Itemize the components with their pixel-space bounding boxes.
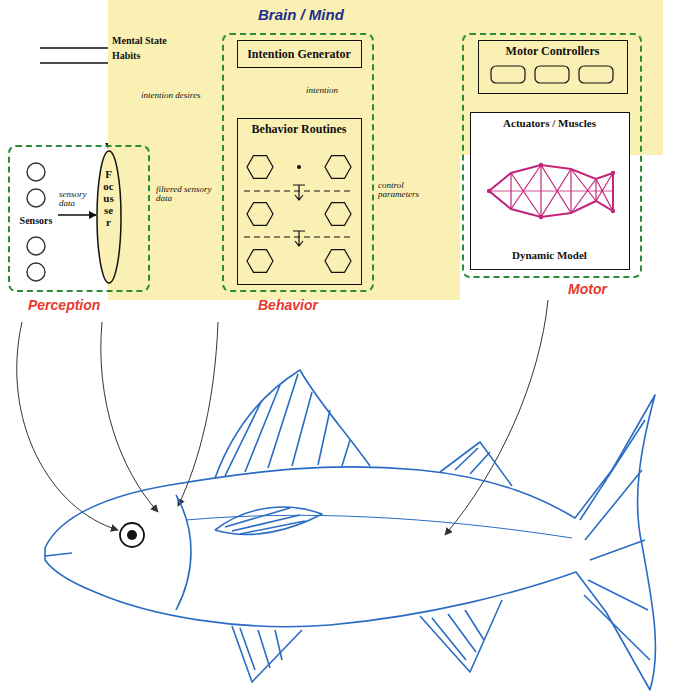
edge-label: intention	[305, 86, 357, 95]
routine-hexagon	[325, 203, 351, 226]
box-label: Intention Generator	[238, 47, 360, 62]
group-heading: Behavior	[258, 297, 318, 313]
flow-arrow	[58, 214, 96, 215]
edge-label: filtered sensory data	[155, 185, 221, 204]
focusser-outline	[97, 151, 121, 283]
controller-unit	[535, 66, 569, 83]
routine-hexagon	[247, 203, 273, 226]
motor-group: Motor ControllersActuators / MusclesDyna…	[462, 33, 642, 278]
shape-outline	[471, 113, 628, 268]
routine-hexagon	[325, 156, 351, 179]
behavior-group: Intention GeneratorBehavior RoutinesBeha…	[222, 33, 374, 292]
box-label: Sensors	[14, 215, 58, 226]
routine-hexagon	[325, 250, 351, 273]
group-heading: Perception	[28, 297, 100, 313]
branch-symbol	[293, 231, 305, 246]
actuators-box: Actuators / MusclesDynamic Model	[470, 112, 630, 270]
sensor-circle	[27, 237, 45, 255]
motor-controllers-box: Motor Controllers	[478, 40, 628, 94]
routine-hexagon	[247, 156, 273, 179]
input-label: Habits	[112, 50, 140, 61]
behavior-routines-box: Behavior Routines	[237, 118, 362, 285]
brain-band	[108, 0, 663, 300]
group-heading: Motor	[568, 281, 607, 297]
sensor-circle	[27, 189, 45, 207]
box-label: Dynamic Model	[471, 249, 628, 261]
shape-outline	[238, 119, 360, 283]
fish-sketch	[45, 370, 655, 690]
sensor-circle	[27, 263, 45, 281]
muscle-mesh	[487, 163, 615, 219]
box-label: Behavior Routines	[238, 122, 360, 137]
box-label: Focusser	[103, 168, 114, 228]
controller-unit	[491, 66, 525, 83]
input-label: Mental State	[112, 35, 167, 46]
edge-label: control parameters	[377, 181, 445, 200]
routine-hexagon	[247, 250, 273, 273]
branch-symbol	[293, 185, 305, 200]
sensor-column: Sensors	[14, 160, 58, 284]
edge-label: intention desires	[140, 91, 222, 100]
box-label: Actuators / Muscles	[471, 117, 628, 129]
controller-unit	[579, 66, 613, 83]
region-title: Brain / Mind	[258, 6, 344, 23]
leader-lines	[17, 300, 548, 535]
sensor-circle	[27, 163, 45, 181]
box-label: Motor Controllers	[479, 44, 626, 59]
dot	[297, 165, 301, 169]
intention-generator-box: Intention Generator	[237, 40, 362, 68]
edge-label: sensory data	[58, 190, 96, 209]
perception-group: SensorsFocusserPerception	[8, 145, 150, 292]
focusser-ellipse: Focusser	[96, 150, 122, 284]
